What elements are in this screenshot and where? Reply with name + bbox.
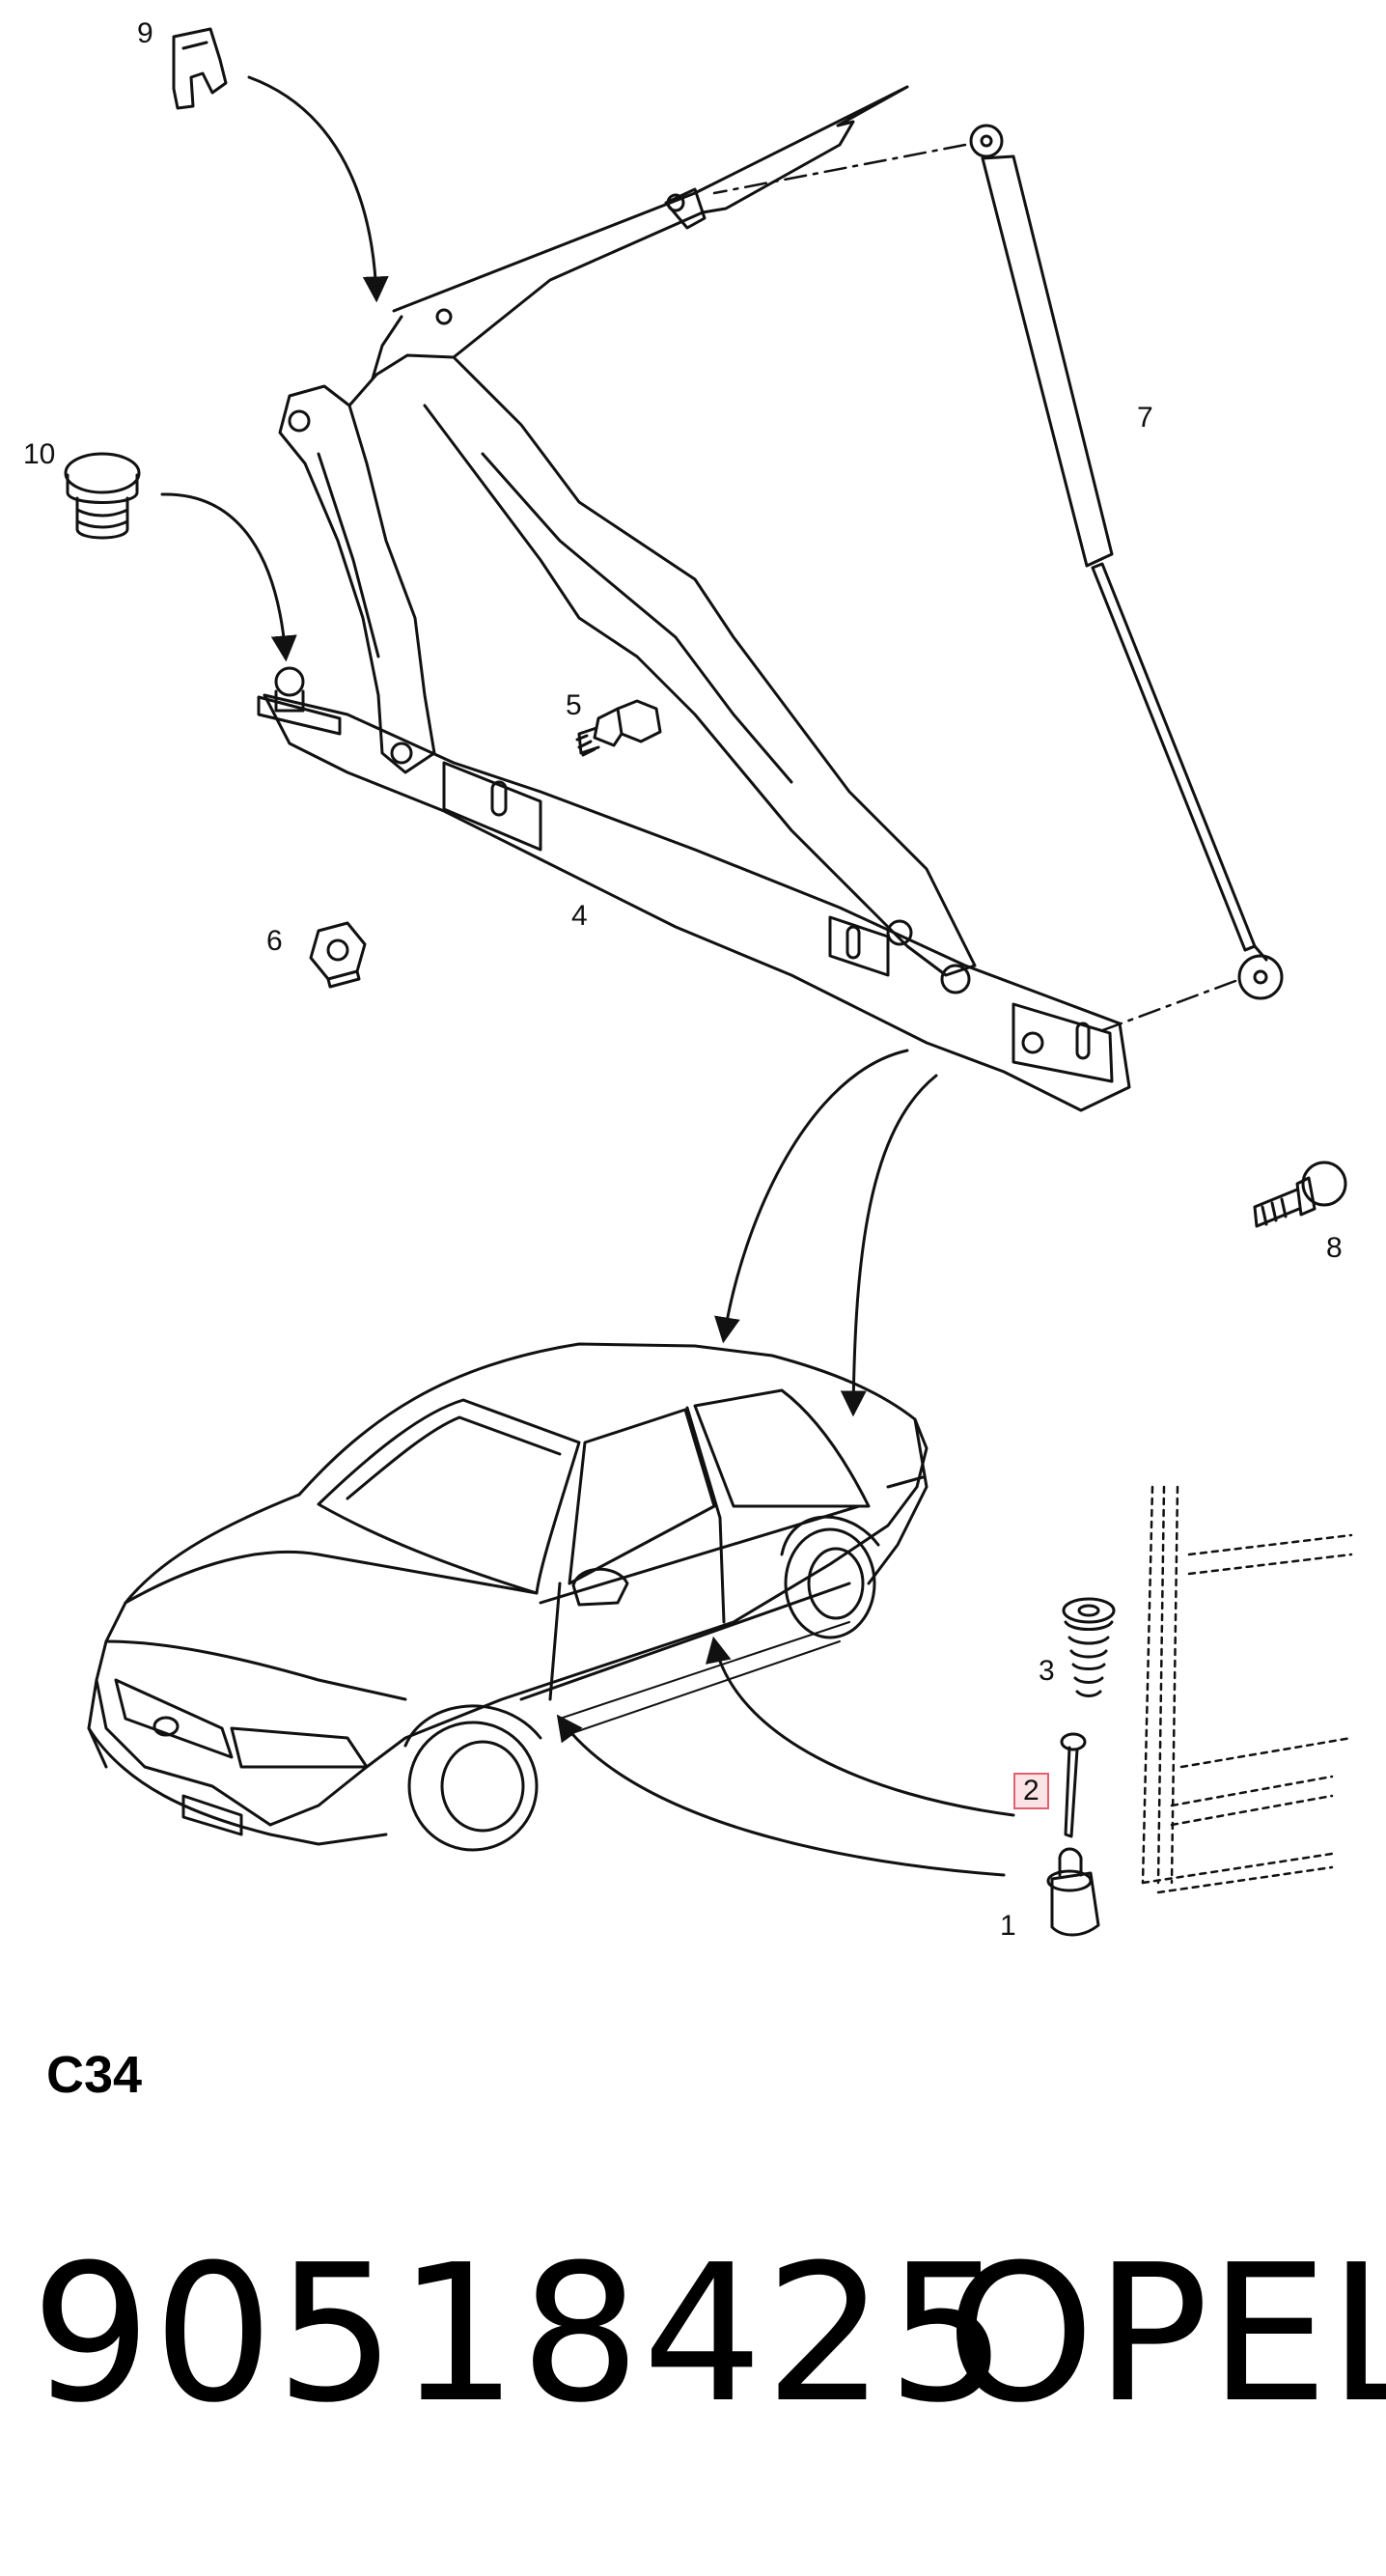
door-pillar-dashed [1143, 1487, 1351, 1892]
callout-4: 4 [571, 900, 588, 932]
strut-dashed-line-top [714, 145, 965, 193]
strut-dashed-line-bottom [1100, 981, 1235, 1031]
arrow-door-2 [706, 1636, 1013, 1815]
part-8-ball-stud [1255, 1162, 1345, 1226]
hinge-assembly [259, 87, 1129, 1110]
arrow-9 [249, 77, 389, 303]
callout-1: 1 [1000, 1910, 1016, 1942]
callout-10: 10 [23, 438, 56, 470]
part-3-bumper [1064, 1599, 1114, 1696]
part-number: 90518425 [31, 2225, 1010, 2445]
callout-6: 6 [266, 925, 283, 957]
part-1-stop [1048, 1849, 1098, 1935]
callout-2-highlighted[interactable]: 2 [1013, 1773, 1049, 1809]
callout-3: 3 [1039, 1655, 1055, 1687]
callout-7: 7 [1137, 402, 1153, 434]
part-5-bolt [577, 701, 660, 755]
car-illustration [89, 1344, 927, 1850]
arrow-10 [162, 494, 297, 662]
part-2-pin [1062, 1734, 1085, 1836]
sheet-code: C34 [46, 2046, 143, 2104]
exploded-parts-diagram [0, 0, 1386, 2008]
arrow-to-car-left [714, 1050, 907, 1344]
arrow-to-car-right [840, 1076, 936, 1417]
brand-name: OPEL [946, 2225, 1386, 2445]
callout-9: 9 [137, 17, 153, 49]
part-6-nut [311, 923, 365, 987]
part-7-gas-strut [971, 126, 1282, 998]
arrow-door-1 [556, 1714, 1004, 1875]
part-9-clip [174, 29, 226, 108]
callout-5: 5 [566, 689, 582, 721]
callout-8: 8 [1326, 1232, 1343, 1264]
part-10-plug [66, 454, 139, 538]
